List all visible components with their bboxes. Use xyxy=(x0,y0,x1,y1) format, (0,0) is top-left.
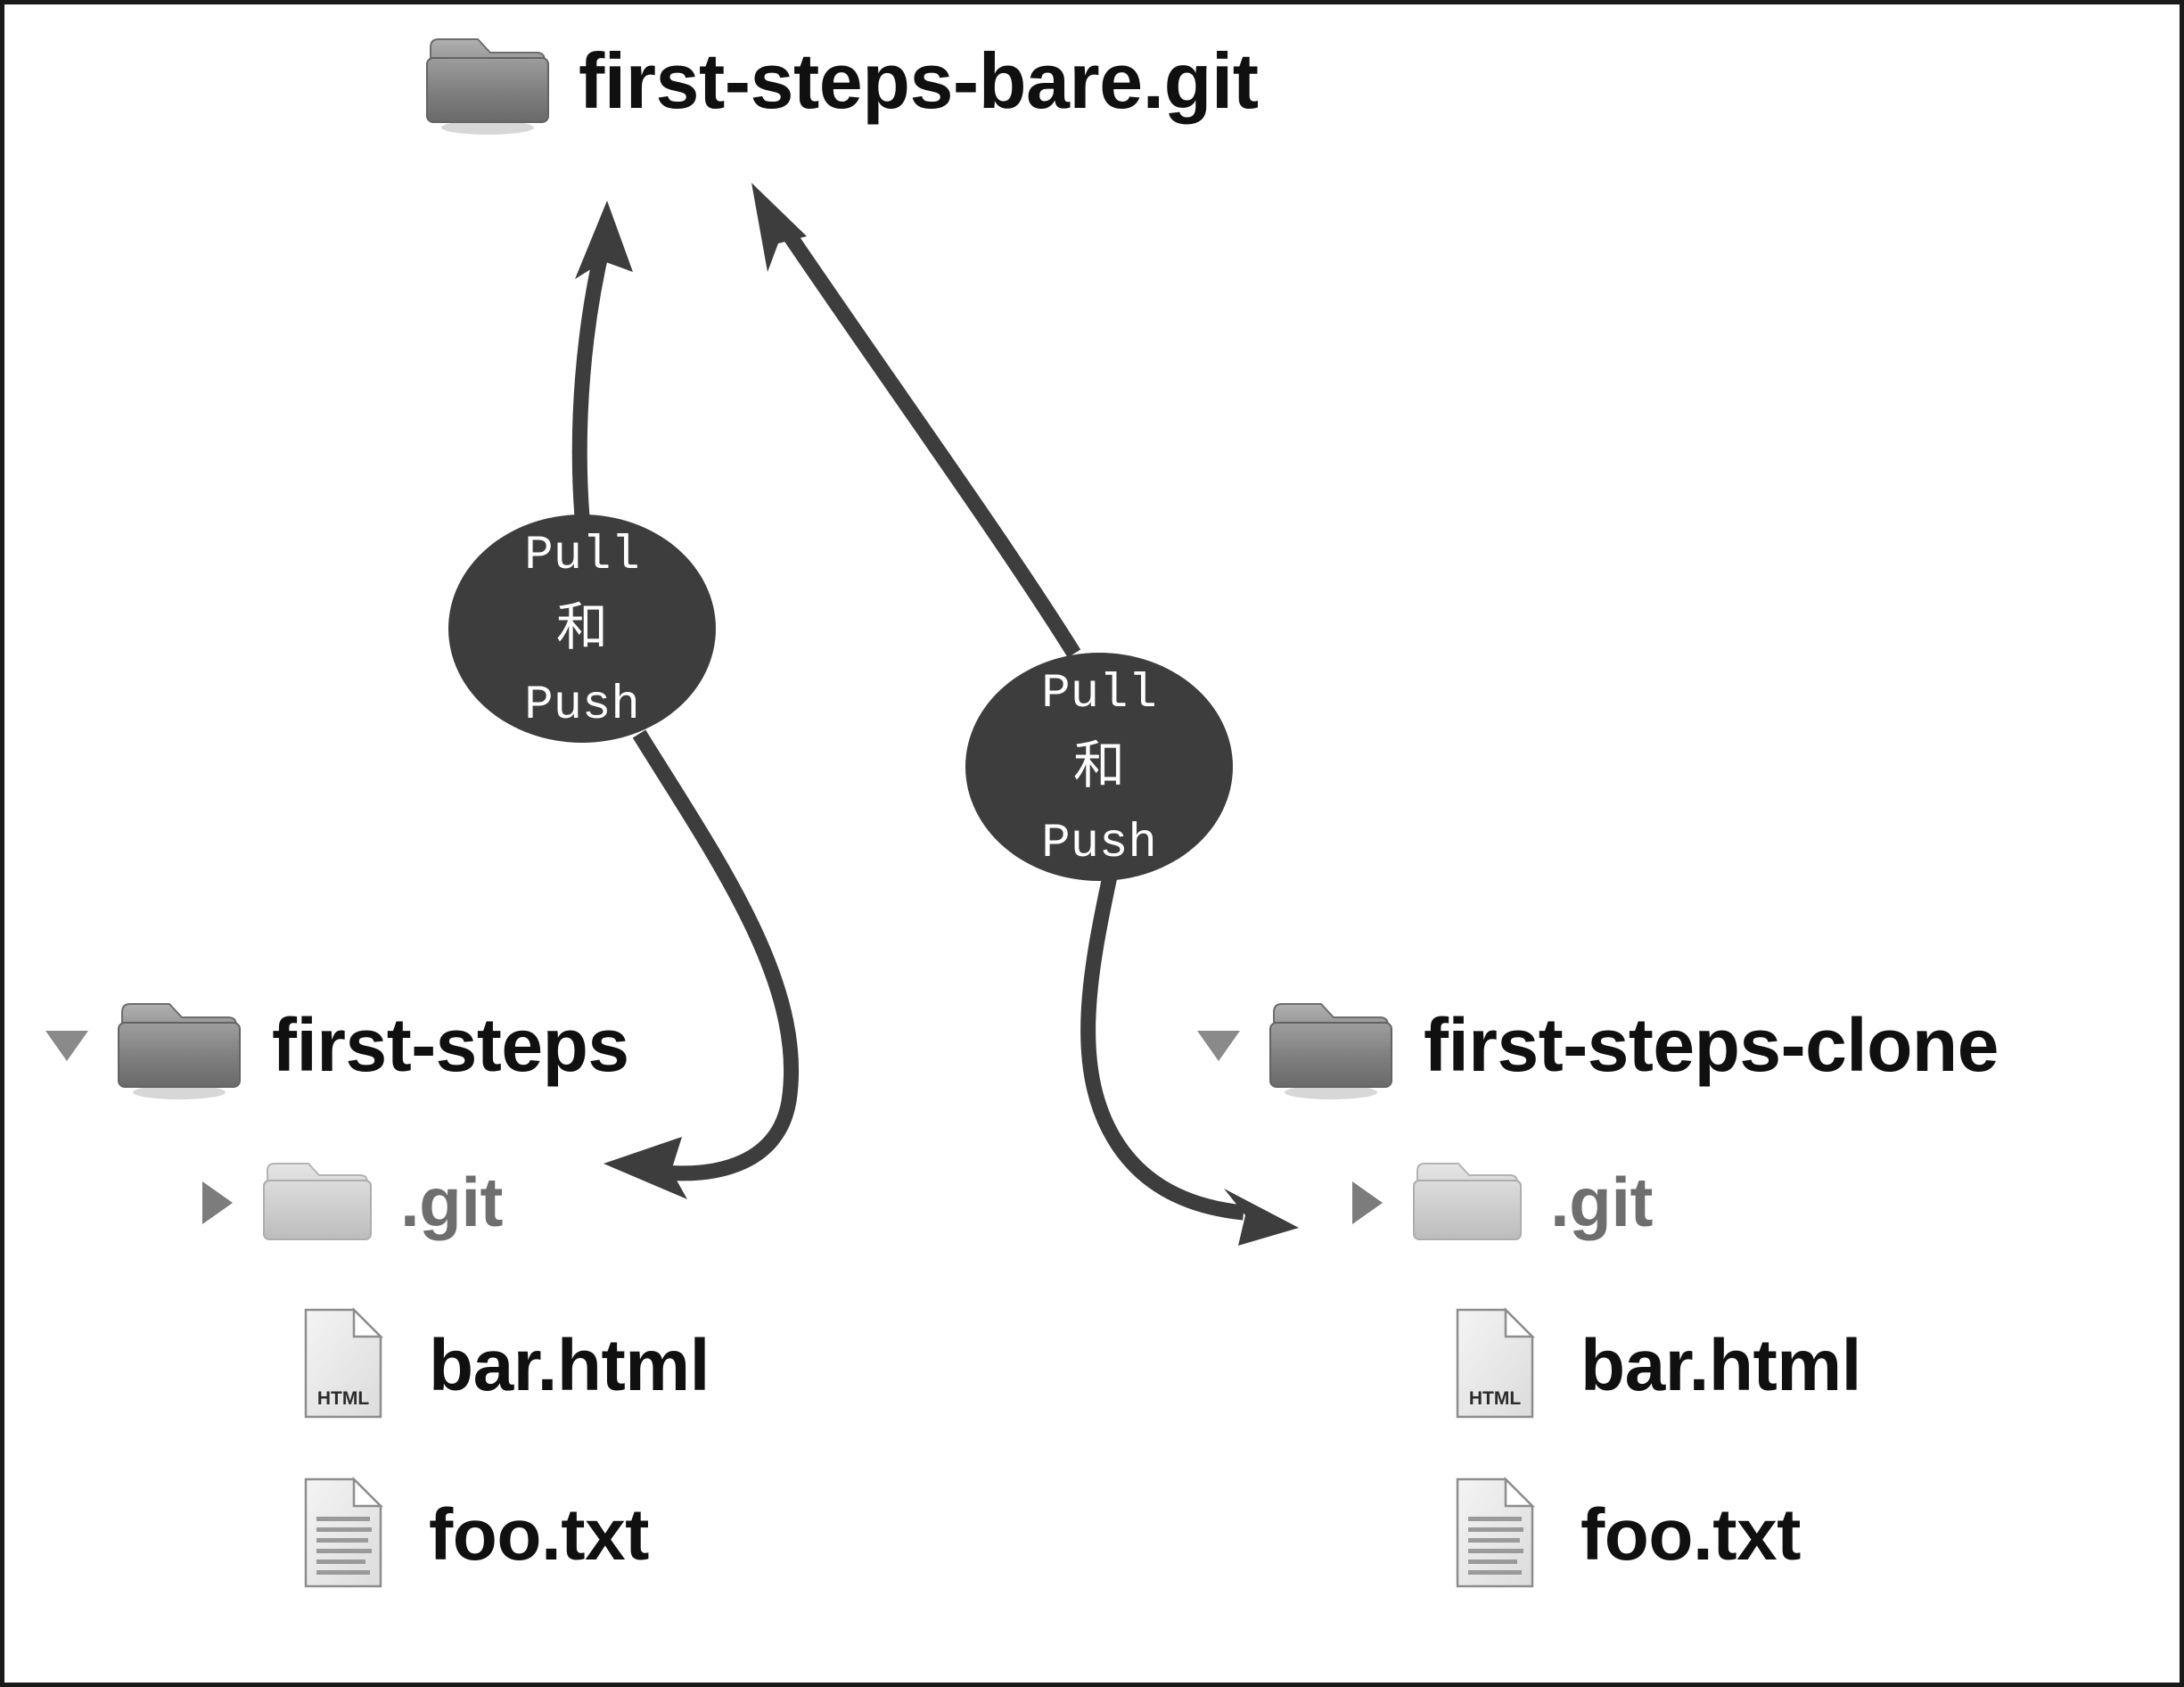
node-label-clone-bar-html: bar.html xyxy=(1581,1324,1861,1406)
bubble-right-line2: 和 xyxy=(1073,739,1125,799)
node-first-steps-bar-html[interactable]: HTML bar.html xyxy=(299,1304,710,1427)
arrow-push-right xyxy=(751,183,1081,658)
bubble-left-line1: Pull xyxy=(524,529,640,583)
node-first-steps-bare[interactable]: first-steps-bare.git xyxy=(422,21,1259,141)
node-label-clone-foo-txt: foo.txt xyxy=(1581,1494,1801,1576)
arrow-pull-left xyxy=(603,729,800,1199)
file-text-icon xyxy=(1450,1474,1543,1596)
node-first-steps-foo-txt[interactable]: foo.txt xyxy=(299,1474,649,1596)
triangle-down-icon[interactable] xyxy=(1197,1030,1240,1061)
bubble-right[interactable]: Pull 和 Push xyxy=(965,653,1233,881)
node-label-first-steps-git: .git xyxy=(400,1163,503,1241)
node-label-first-steps: first-steps xyxy=(272,1003,629,1087)
file-html-badge: HTML xyxy=(1469,1388,1521,1409)
bubble-right-line3: Push xyxy=(1041,817,1157,871)
bubble-left-line2: 和 xyxy=(556,601,608,661)
folder-light-icon xyxy=(1409,1148,1525,1257)
folder-dark-icon xyxy=(1265,985,1397,1106)
file-html-icon: HTML xyxy=(299,1304,391,1427)
triangle-down-icon[interactable] xyxy=(45,1030,88,1061)
node-clone-foo-txt[interactable]: foo.txt xyxy=(1450,1474,1801,1596)
file-text-icon xyxy=(299,1474,391,1596)
arrow-layer: Pull 和 Push Pull 和 Push xyxy=(448,183,1299,1246)
node-clone-git[interactable]: .git xyxy=(1352,1148,1653,1257)
file-html-badge: HTML xyxy=(317,1388,369,1409)
folder-dark-icon xyxy=(422,21,554,141)
node-first-steps-clone[interactable]: first-steps-clone xyxy=(1197,985,1999,1106)
arrow-push-left xyxy=(571,201,633,518)
file-html-icon: HTML xyxy=(1450,1304,1543,1427)
node-first-steps-git[interactable]: .git xyxy=(202,1148,503,1257)
bubble-left[interactable]: Pull 和 Push xyxy=(448,514,716,743)
node-label-first-steps-bare: first-steps-bare.git xyxy=(579,36,1259,125)
node-first-steps[interactable]: first-steps xyxy=(45,985,629,1106)
bubble-left-line3: Push xyxy=(524,679,640,733)
folder-dark-icon xyxy=(113,985,245,1106)
node-label-first-steps-clone: first-steps-clone xyxy=(1424,1003,1999,1087)
node-label-clone-git: .git xyxy=(1550,1163,1653,1241)
folder-light-icon xyxy=(259,1148,375,1257)
node-label-first-steps-foo-txt: foo.txt xyxy=(429,1494,649,1576)
bubble-right-line1: Pull xyxy=(1041,667,1157,721)
node-clone-bar-html[interactable]: HTML bar.html xyxy=(1450,1304,1861,1427)
node-label-first-steps-bar-html: bar.html xyxy=(429,1324,710,1406)
triangle-right-icon[interactable] xyxy=(1352,1181,1383,1224)
triangle-right-icon[interactable] xyxy=(202,1181,233,1224)
